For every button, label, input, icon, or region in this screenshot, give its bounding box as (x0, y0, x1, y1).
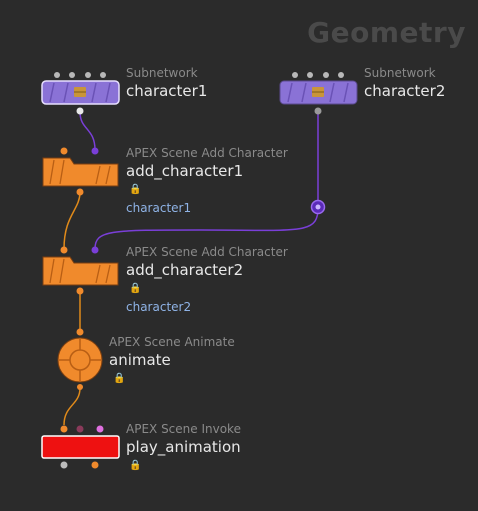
node-type-label: Subnetwork (364, 66, 436, 80)
node-name-label[interactable]: add_character1 (126, 162, 244, 180)
node-add-character1[interactable] (40, 144, 122, 196)
node-character2[interactable] (278, 68, 360, 118)
lock-icon[interactable]: 🔒 (129, 283, 142, 294)
apex-node-shape[interactable] (40, 144, 122, 196)
wire-dot-to-add-character2 (94, 207, 319, 250)
node-param-label: character2 (126, 300, 192, 314)
wire-add-character1-to-add-character2 (63, 191, 81, 250)
node-type-label: APEX Scene Add Character (126, 245, 288, 259)
node-add-character2[interactable] (40, 243, 122, 295)
apex-node-shape[interactable] (40, 243, 122, 295)
node-name-label[interactable]: play_animation (126, 438, 241, 456)
node-name-label[interactable]: character2 (364, 82, 446, 100)
wire-animate-to-play-animation (63, 387, 81, 426)
wire-character1-to-add-character1 (79, 111, 96, 151)
node-type-label: APEX Scene Animate (109, 335, 235, 349)
node-type-label: APEX Scene Invoke (126, 422, 241, 436)
invoke-node-shape[interactable] (40, 423, 122, 471)
node-name-label[interactable]: character1 (126, 82, 208, 100)
network-context-label: Geometry (307, 16, 466, 49)
node-param-label: character1 (126, 201, 192, 215)
lock-icon[interactable]: 🔒 (129, 460, 142, 471)
node-name-label[interactable]: animate (109, 351, 171, 369)
node-type-label: APEX Scene Add Character (126, 146, 288, 160)
subnet-node-shape[interactable] (278, 68, 360, 118)
node-animate[interactable] (52, 326, 108, 390)
node-name-label[interactable]: add_character2 (126, 261, 244, 279)
node-character1[interactable] (40, 68, 122, 118)
subnet-node-shape[interactable] (40, 68, 122, 118)
lock-icon[interactable]: 🔒 (113, 373, 126, 384)
animate-node-shape[interactable] (52, 326, 108, 390)
node-play-animation[interactable] (40, 423, 122, 471)
node-type-label: Subnetwork (126, 66, 198, 80)
lock-icon[interactable]: 🔒 (129, 184, 142, 195)
